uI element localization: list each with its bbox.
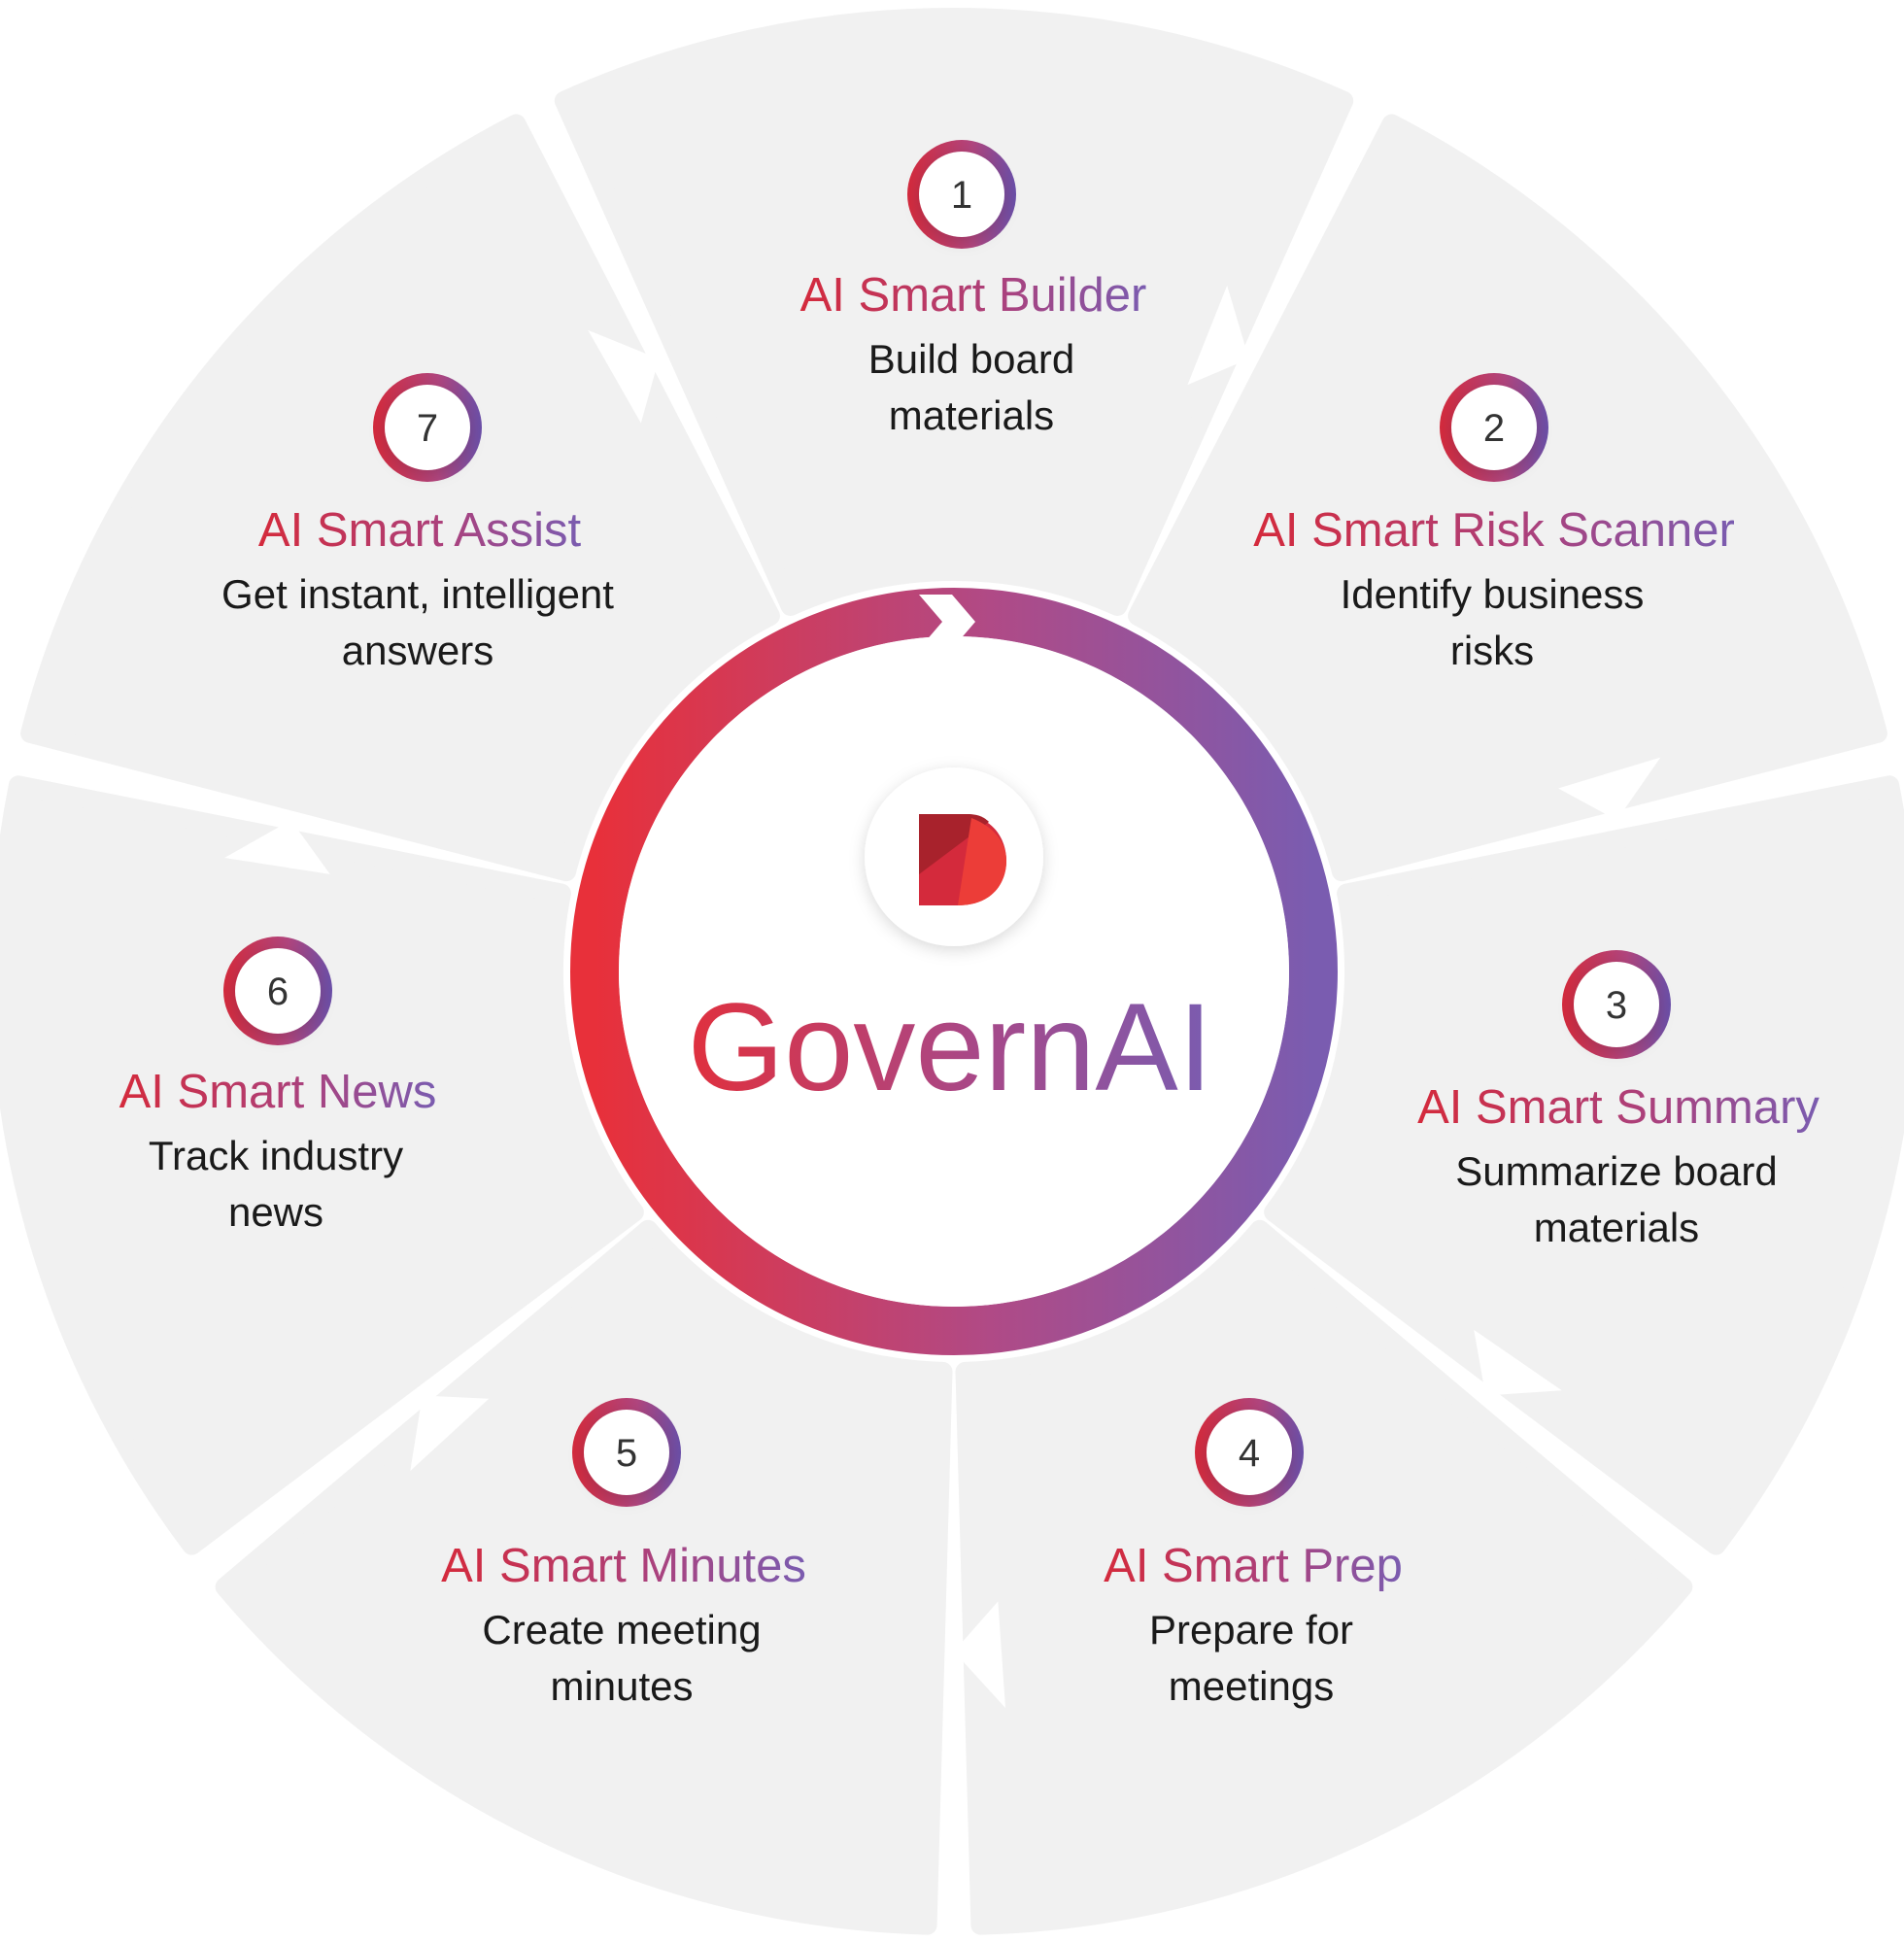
step-description-line-2: meetings bbox=[1169, 1663, 1334, 1709]
step-badge bbox=[235, 948, 321, 1034]
step-number: 5 bbox=[616, 1432, 637, 1475]
step-number: 6 bbox=[267, 971, 289, 1013]
step-number: 7 bbox=[417, 407, 438, 450]
step-badge bbox=[584, 1410, 669, 1495]
step-description-line-2: news bbox=[228, 1189, 323, 1235]
segment-5 bbox=[215, 1219, 953, 1935]
segment-7 bbox=[20, 114, 780, 882]
center-disc bbox=[619, 636, 1289, 1307]
flow-arrow-icon bbox=[224, 820, 330, 874]
step-description-line-1: Track industry bbox=[149, 1133, 403, 1178]
step-badge bbox=[1451, 385, 1537, 470]
segment-6 bbox=[0, 775, 644, 1555]
governai-d-logo-icon bbox=[865, 767, 1043, 946]
segment-3 bbox=[1264, 775, 1904, 1555]
step-title: AI Smart Builder bbox=[800, 269, 1147, 322]
step-description-line-1: Create meeting bbox=[482, 1607, 761, 1652]
step-description-line-1: Build board bbox=[868, 336, 1074, 382]
step-title: AI Smart Minutes bbox=[441, 1540, 806, 1592]
segment-layer bbox=[0, 8, 1904, 1935]
step-title: AI Smart Assist bbox=[258, 504, 582, 557]
segment-4 bbox=[955, 1219, 1693, 1935]
step-badge bbox=[919, 152, 1004, 237]
flow-arrow-icon bbox=[1187, 285, 1249, 386]
segment-1 bbox=[554, 8, 1354, 616]
step-description-line-2: minutes bbox=[550, 1663, 693, 1709]
brand-name: GovernAI bbox=[688, 978, 1213, 1117]
step-description-line-1: Get instant, intelligent bbox=[221, 571, 614, 617]
step-number: 3 bbox=[1606, 984, 1627, 1027]
step-badge bbox=[1207, 1410, 1292, 1495]
step-description-line-2: risks bbox=[1450, 628, 1534, 673]
flow-arrow-icon bbox=[954, 1601, 1006, 1709]
step-description-line-1: Prepare for bbox=[1149, 1607, 1353, 1652]
step-badge bbox=[1574, 962, 1659, 1047]
step-description-line-1: Identify business bbox=[1341, 571, 1645, 617]
step-description-line-2: answers bbox=[342, 628, 493, 673]
step-title: AI Smart Prep bbox=[1104, 1540, 1403, 1592]
chevron-right-icon bbox=[919, 595, 975, 649]
step-description-line-2: materials bbox=[889, 392, 1054, 438]
flow-arrow-icon bbox=[1558, 757, 1661, 821]
flow-arrow-icon bbox=[410, 1395, 490, 1472]
flow-arrow-icon bbox=[588, 329, 660, 424]
step-number: 1 bbox=[951, 174, 972, 217]
step-title: AI Smart Summary bbox=[1417, 1081, 1819, 1134]
step-number: 2 bbox=[1483, 407, 1505, 450]
step-badge bbox=[385, 385, 470, 470]
step-title: AI Smart Risk Scanner bbox=[1253, 504, 1735, 557]
step-title: AI Smart News bbox=[119, 1066, 437, 1118]
step-number: 4 bbox=[1239, 1432, 1260, 1475]
step-description-line-1: Summarize board bbox=[1455, 1148, 1777, 1194]
segment-2 bbox=[1128, 114, 1887, 882]
flow-arrow-icon bbox=[1474, 1329, 1562, 1396]
step-description-line-2: materials bbox=[1534, 1205, 1699, 1250]
